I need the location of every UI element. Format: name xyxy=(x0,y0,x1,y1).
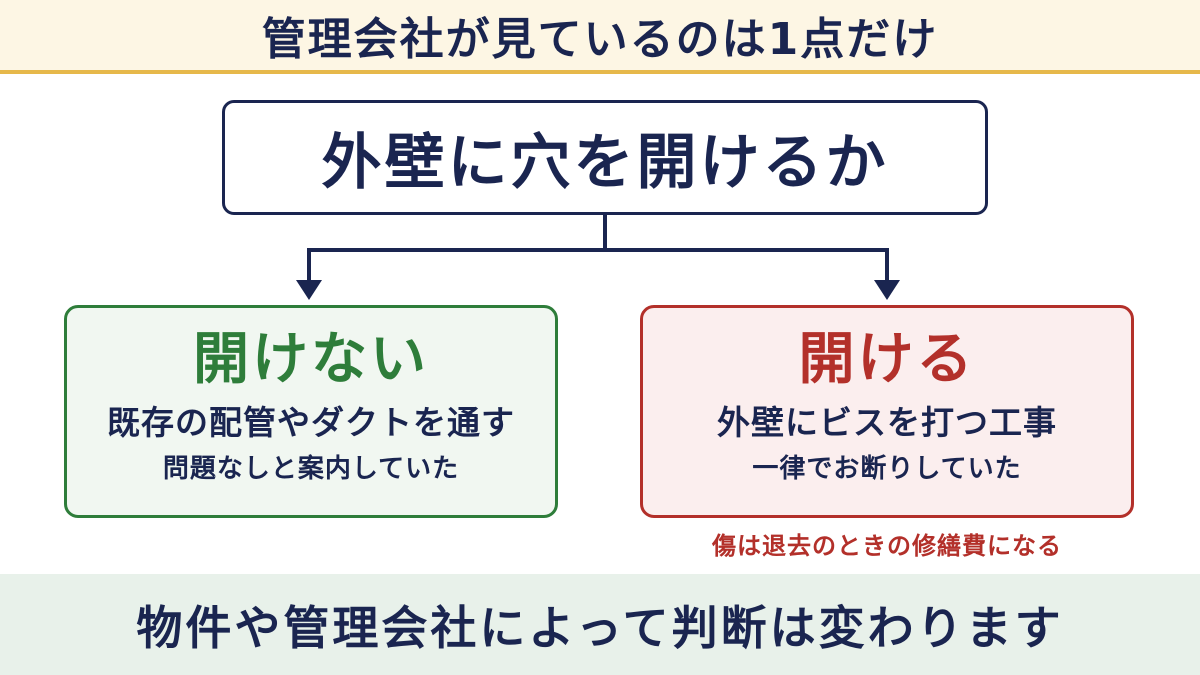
top-banner: 管理会社が見ているのは1点だけ xyxy=(0,0,1200,74)
bottom-banner: 物件や管理会社によって判断は変わります xyxy=(0,574,1200,675)
branch-note: 一律でお断りしていた xyxy=(752,454,1022,484)
footer-text: 物件や管理会社によって判断は変わります xyxy=(136,600,1064,655)
root-question-box: 外壁に穴を開けるか xyxy=(222,100,988,215)
branch-drilling: 開ける 外壁にビスを打つ工事 一律でお断りしていた xyxy=(640,305,1134,518)
branch-subheading: 既存の配管やダクトを通す xyxy=(107,403,515,442)
branch-heading: 開ける xyxy=(798,327,976,392)
root-question-text: 外壁に穴を開けるか xyxy=(321,128,889,198)
page-title: 管理会社が見ているのは1点だけ xyxy=(261,14,939,65)
branch-subheading: 外壁にビスを打つ工事 xyxy=(717,403,1057,442)
branch-heading: 開けない xyxy=(193,327,429,392)
arrow-down-right-icon xyxy=(874,280,900,300)
branch-no-drilling: 開けない 既存の配管やダクトを通す 問題なしと案内していた xyxy=(64,305,558,518)
caution-note: 傷は退去のときの修繕費になる xyxy=(712,532,1062,560)
branch-note: 問題なしと案内していた xyxy=(162,454,460,484)
arrow-down-left-icon xyxy=(296,280,322,300)
